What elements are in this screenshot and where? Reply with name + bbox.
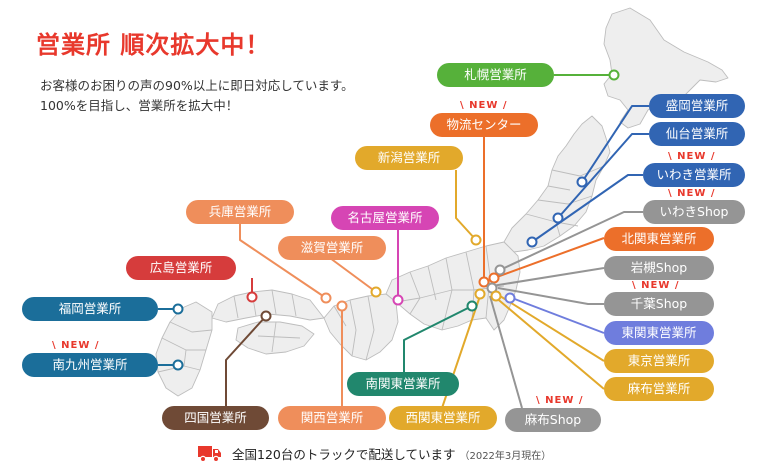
new-badge-azabushop: \ NEW / bbox=[536, 395, 584, 406]
office-label-iwakishop[interactable]: いわきShop bbox=[643, 200, 745, 224]
intro-text: お客様のお困りの声の90%以上に即日対応しています。 100%を目指し、営業所を… bbox=[40, 76, 354, 116]
office-label-shikoku[interactable]: 四国営業所 bbox=[162, 406, 269, 430]
new-badge-iwakishop: \ NEW / bbox=[668, 188, 716, 199]
marker-nagoya bbox=[392, 294, 404, 306]
office-label-tokyo[interactable]: 東京営業所 bbox=[604, 349, 714, 373]
new-badge-iwaki: \ NEW / bbox=[668, 151, 716, 162]
connector-chiba bbox=[497, 287, 604, 305]
office-label-kitakanto[interactable]: 北関東営業所 bbox=[604, 227, 714, 251]
footer-main: 全国120台のトラックで配送しています bbox=[232, 447, 456, 462]
office-label-chiba[interactable]: 千葉Shop bbox=[604, 292, 714, 316]
marker-iwakishop bbox=[494, 264, 506, 276]
connector-iwakishop bbox=[499, 211, 643, 271]
office-label-nagoya[interactable]: 名古屋営業所 bbox=[331, 206, 439, 230]
connector-iwaki bbox=[531, 174, 643, 243]
marker-shikoku bbox=[260, 310, 272, 322]
office-label-morioka[interactable]: 盛岡営業所 bbox=[649, 94, 745, 118]
connector-lines bbox=[158, 74, 649, 409]
footer-text: 全国120台のトラックで配送しています （2022年3月現在） bbox=[232, 446, 551, 466]
marker-nishikanto bbox=[474, 288, 486, 300]
marker-hiroshima bbox=[246, 291, 258, 303]
office-label-iwatsuki[interactable]: 岩槻Shop bbox=[604, 256, 714, 280]
marker-minamikyushu bbox=[172, 359, 184, 371]
connector-minamikanto bbox=[403, 305, 473, 374]
page-title: 営業所 順次拡大中！ bbox=[36, 31, 271, 59]
office-label-minamikyushu[interactable]: 南九州営業所 bbox=[22, 353, 158, 377]
marker-chiba bbox=[504, 292, 516, 304]
connector-hyogo bbox=[239, 220, 327, 299]
marker-kitakanto bbox=[488, 272, 500, 284]
office-label-sapporo[interactable]: 札幌営業所 bbox=[437, 63, 554, 87]
connector-azabu bbox=[493, 295, 605, 390]
office-label-hiroshima[interactable]: 広島営業所 bbox=[126, 256, 236, 280]
office-label-sendai[interactable]: 仙台営業所 bbox=[649, 122, 745, 146]
marker-minamikanto bbox=[466, 300, 478, 312]
office-label-shiga[interactable]: 滋賀営業所 bbox=[278, 236, 386, 260]
region-kansai bbox=[323, 293, 399, 361]
connector-niigata bbox=[455, 170, 477, 241]
connector-shikoku bbox=[225, 315, 267, 408]
marker-hyogo bbox=[320, 292, 332, 304]
office-label-higashikanto[interactable]: 東関東営業所 bbox=[604, 321, 714, 345]
marker-sendai bbox=[552, 212, 564, 224]
marker-fukuoka bbox=[172, 303, 184, 315]
new-badge-minamikyushu: \ NEW / bbox=[52, 340, 100, 351]
connector-azabushop bbox=[489, 295, 523, 409]
marker-niigata bbox=[470, 234, 482, 246]
footer-note: （2022年3月現在） bbox=[459, 451, 552, 462]
office-label-azabu[interactable]: 麻布営業所 bbox=[604, 377, 714, 401]
office-markers bbox=[172, 69, 620, 371]
intro-line-2: 100%を目指し、営業所を拡大中！ bbox=[40, 98, 239, 113]
marker-kansai bbox=[336, 300, 348, 312]
region-kyushu-detail bbox=[157, 321, 213, 373]
marker-sapporo bbox=[608, 69, 620, 81]
office-label-hyogo[interactable]: 兵庫営業所 bbox=[186, 200, 294, 224]
marker-morioka bbox=[576, 176, 588, 188]
connector-shiga bbox=[329, 257, 377, 293]
region-chugoku-detail bbox=[233, 289, 297, 319]
marker-tokyo bbox=[490, 290, 502, 302]
region-shikoku bbox=[235, 321, 315, 355]
truck-icon bbox=[198, 446, 221, 463]
office-label-azabushop[interactable]: 麻布Shop bbox=[505, 408, 601, 432]
region-shikoku-detail bbox=[257, 321, 301, 353]
region-kansai-detail bbox=[333, 295, 375, 361]
connector-higashikanto bbox=[511, 297, 605, 334]
intro-line-1: お客様のお困りの声の90%以上に即日対応しています。 bbox=[40, 78, 354, 93]
marker-iwaki bbox=[526, 236, 538, 248]
connector-morioka bbox=[581, 105, 649, 183]
office-label-butsuryu[interactable]: 物流センター bbox=[430, 113, 538, 137]
office-label-iwaki[interactable]: いわき営業所 bbox=[643, 163, 745, 187]
connector-tokyo bbox=[499, 295, 605, 362]
marker-butsuryu bbox=[478, 276, 490, 288]
region-chubu-kanto bbox=[385, 241, 521, 331]
office-label-minamikanto[interactable]: 南関東営業所 bbox=[347, 372, 459, 396]
marker-shiga bbox=[370, 286, 382, 298]
connector-iwatsuki bbox=[491, 267, 605, 287]
new-badge-butsuryu: \ NEW / bbox=[460, 100, 508, 111]
office-label-niigata[interactable]: 新潟営業所 bbox=[355, 146, 463, 170]
office-label-kansai[interactable]: 関西営業所 bbox=[278, 406, 386, 430]
office-label-nishikanto[interactable]: 西関東営業所 bbox=[389, 406, 497, 430]
office-label-fukuoka[interactable]: 福岡営業所 bbox=[22, 297, 158, 321]
new-badge-chiba: \ NEW / bbox=[632, 280, 680, 291]
connector-kitakanto bbox=[493, 237, 605, 279]
connector-sendai bbox=[557, 133, 649, 219]
